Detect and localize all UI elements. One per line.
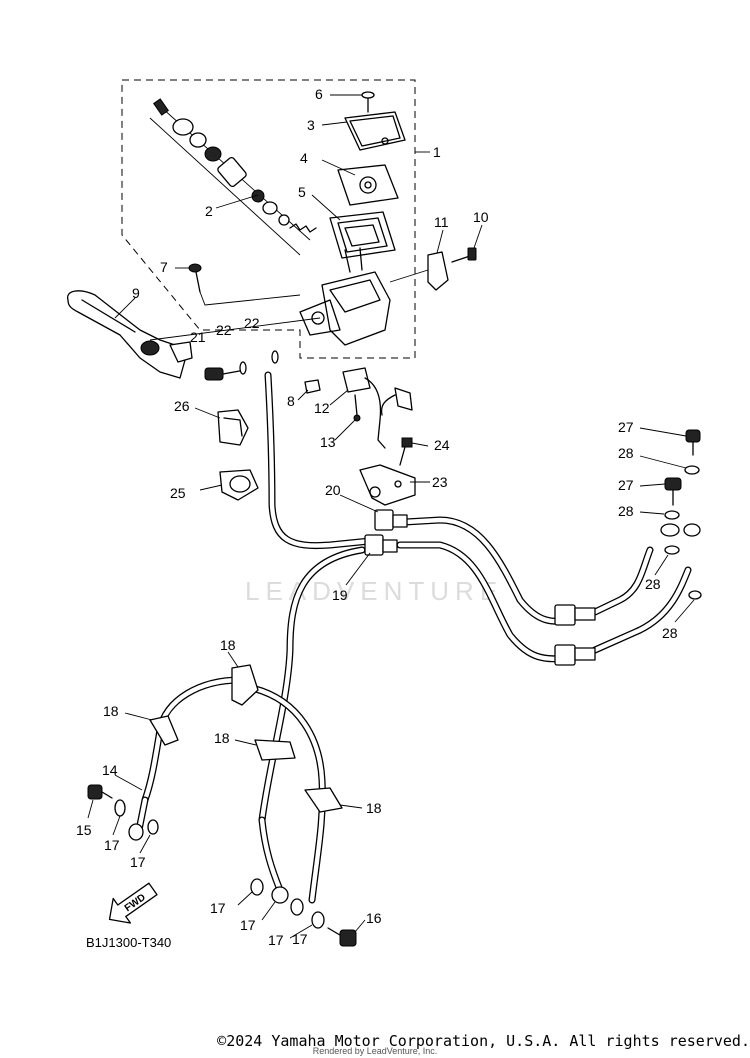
copyright-notice: ©2024 Yamaha Motor Corporation, U.S.A. A… bbox=[217, 1032, 750, 1050]
clamp-25 bbox=[219, 469, 259, 501]
callout-27-b: 27 bbox=[618, 477, 634, 493]
clamp-11 bbox=[389, 251, 449, 291]
callout-22-b: 22 bbox=[244, 315, 260, 331]
screw-13 bbox=[353, 394, 361, 422]
callout-17-b: 17 bbox=[130, 854, 146, 870]
callout-3: 3 bbox=[307, 117, 315, 133]
diaphragm-plate bbox=[337, 164, 399, 206]
banjo-fitting-right bbox=[683, 523, 701, 537]
washer-22-b bbox=[271, 350, 279, 364]
hose-clamp-18-left bbox=[149, 715, 179, 746]
washer-17-d bbox=[250, 878, 264, 896]
callout-2: 2 bbox=[205, 203, 213, 219]
callout-20: 20 bbox=[325, 482, 341, 498]
callout-22-a: 22 bbox=[216, 322, 232, 338]
washer-17-f bbox=[290, 898, 304, 916]
reservoir-cap bbox=[344, 111, 406, 151]
callout-19: 19 bbox=[332, 587, 348, 603]
callout-28-a: 28 bbox=[618, 445, 634, 461]
callout-12: 12 bbox=[314, 400, 330, 416]
master-cylinder-body bbox=[299, 247, 391, 346]
callout-13: 13 bbox=[320, 434, 336, 450]
master-cylinder-group-box bbox=[121, 79, 416, 359]
banjo-fitting-mid bbox=[660, 523, 680, 537]
callout-1: 1 bbox=[433, 144, 441, 160]
callout-28-d: 28 bbox=[662, 625, 678, 641]
callout-9: 9 bbox=[132, 285, 140, 301]
callout-25: 25 bbox=[170, 485, 186, 501]
banjo-bolt-27-a bbox=[685, 429, 701, 456]
brake-switch bbox=[342, 367, 413, 449]
washer-17-c bbox=[147, 819, 159, 835]
hose-joint-right-b bbox=[554, 644, 596, 666]
bolt-24 bbox=[399, 437, 413, 466]
washer-28-a bbox=[684, 465, 700, 475]
diagram-code: B1J1300-T340 bbox=[86, 935, 171, 950]
callout-24: 24 bbox=[434, 437, 450, 453]
callout-18-a: 18 bbox=[220, 637, 236, 653]
callout-16: 16 bbox=[366, 910, 382, 926]
washer-17-a bbox=[114, 799, 126, 817]
bolt-16 bbox=[327, 927, 357, 947]
piston-kit bbox=[149, 98, 317, 256]
callout-5: 5 bbox=[298, 184, 306, 200]
callout-28-c: 28 bbox=[645, 576, 661, 592]
hose-clamp-18-top bbox=[231, 664, 259, 706]
callout-11: 11 bbox=[434, 214, 449, 230]
callout-14: 14 bbox=[102, 762, 118, 778]
rendered-by-notice: Rendered by LeadVenture, Inc. bbox=[312, 1046, 438, 1056]
callout-15: 15 bbox=[76, 822, 92, 838]
callout-18-b: 18 bbox=[103, 703, 119, 719]
callout-17-a: 17 bbox=[104, 837, 120, 853]
callout-6: 6 bbox=[315, 86, 323, 102]
washer-22-a bbox=[239, 361, 247, 375]
washer-17-e bbox=[271, 886, 289, 904]
bracket-23 bbox=[359, 464, 416, 506]
callout-leaders bbox=[87, 94, 695, 939]
hose-clamp-18-mid bbox=[254, 739, 296, 761]
callout-8: 8 bbox=[287, 393, 295, 409]
callout-17-c: 17 bbox=[210, 900, 226, 916]
screw-6 bbox=[361, 91, 375, 113]
callout-7: 7 bbox=[160, 259, 168, 275]
washer-28-d bbox=[688, 590, 702, 600]
fwd-arrow: FWD bbox=[108, 882, 158, 924]
callout-26: 26 bbox=[174, 398, 190, 414]
banjo-bolt-27-b bbox=[664, 477, 682, 506]
washer-17-b bbox=[128, 823, 144, 841]
callout-27-a: 27 bbox=[618, 419, 634, 435]
callout-17-e: 17 bbox=[268, 932, 284, 948]
washer-28-c bbox=[664, 545, 680, 555]
hose-joint-right-a bbox=[554, 604, 596, 626]
callout-4: 4 bbox=[300, 150, 308, 166]
callout-23: 23 bbox=[432, 474, 448, 490]
bolt-15 bbox=[87, 784, 113, 800]
bolt-21 bbox=[204, 367, 246, 381]
callout-18-d: 18 bbox=[366, 800, 382, 816]
bolt-10 bbox=[451, 247, 477, 263]
watermark: LEADVENTURE bbox=[245, 576, 503, 606]
callout-28-b: 28 bbox=[618, 503, 634, 519]
diaphragm bbox=[329, 211, 396, 259]
callout-18-c: 18 bbox=[214, 730, 230, 746]
callout-17-f: 17 bbox=[292, 931, 308, 947]
brake-hoses bbox=[134, 371, 692, 904]
washer-17-g bbox=[311, 911, 325, 929]
callout-numbers: 1 2 3 4 5 6 7 8 9 10 11 12 13 14 15 16 1… bbox=[76, 86, 678, 948]
pivot-bolt-7 bbox=[188, 263, 301, 306]
washer-28-b bbox=[664, 510, 680, 520]
hose-clamp-18-right bbox=[304, 787, 343, 813]
nut-8 bbox=[304, 379, 321, 394]
callout-21: 21 bbox=[190, 329, 206, 345]
clamp-26 bbox=[217, 409, 249, 446]
hose-joint-19 bbox=[364, 534, 398, 556]
callout-17-d: 17 bbox=[240, 917, 256, 933]
callout-10: 10 bbox=[473, 209, 489, 225]
brake-lever bbox=[67, 290, 321, 379]
hose-joint-20 bbox=[374, 509, 408, 531]
